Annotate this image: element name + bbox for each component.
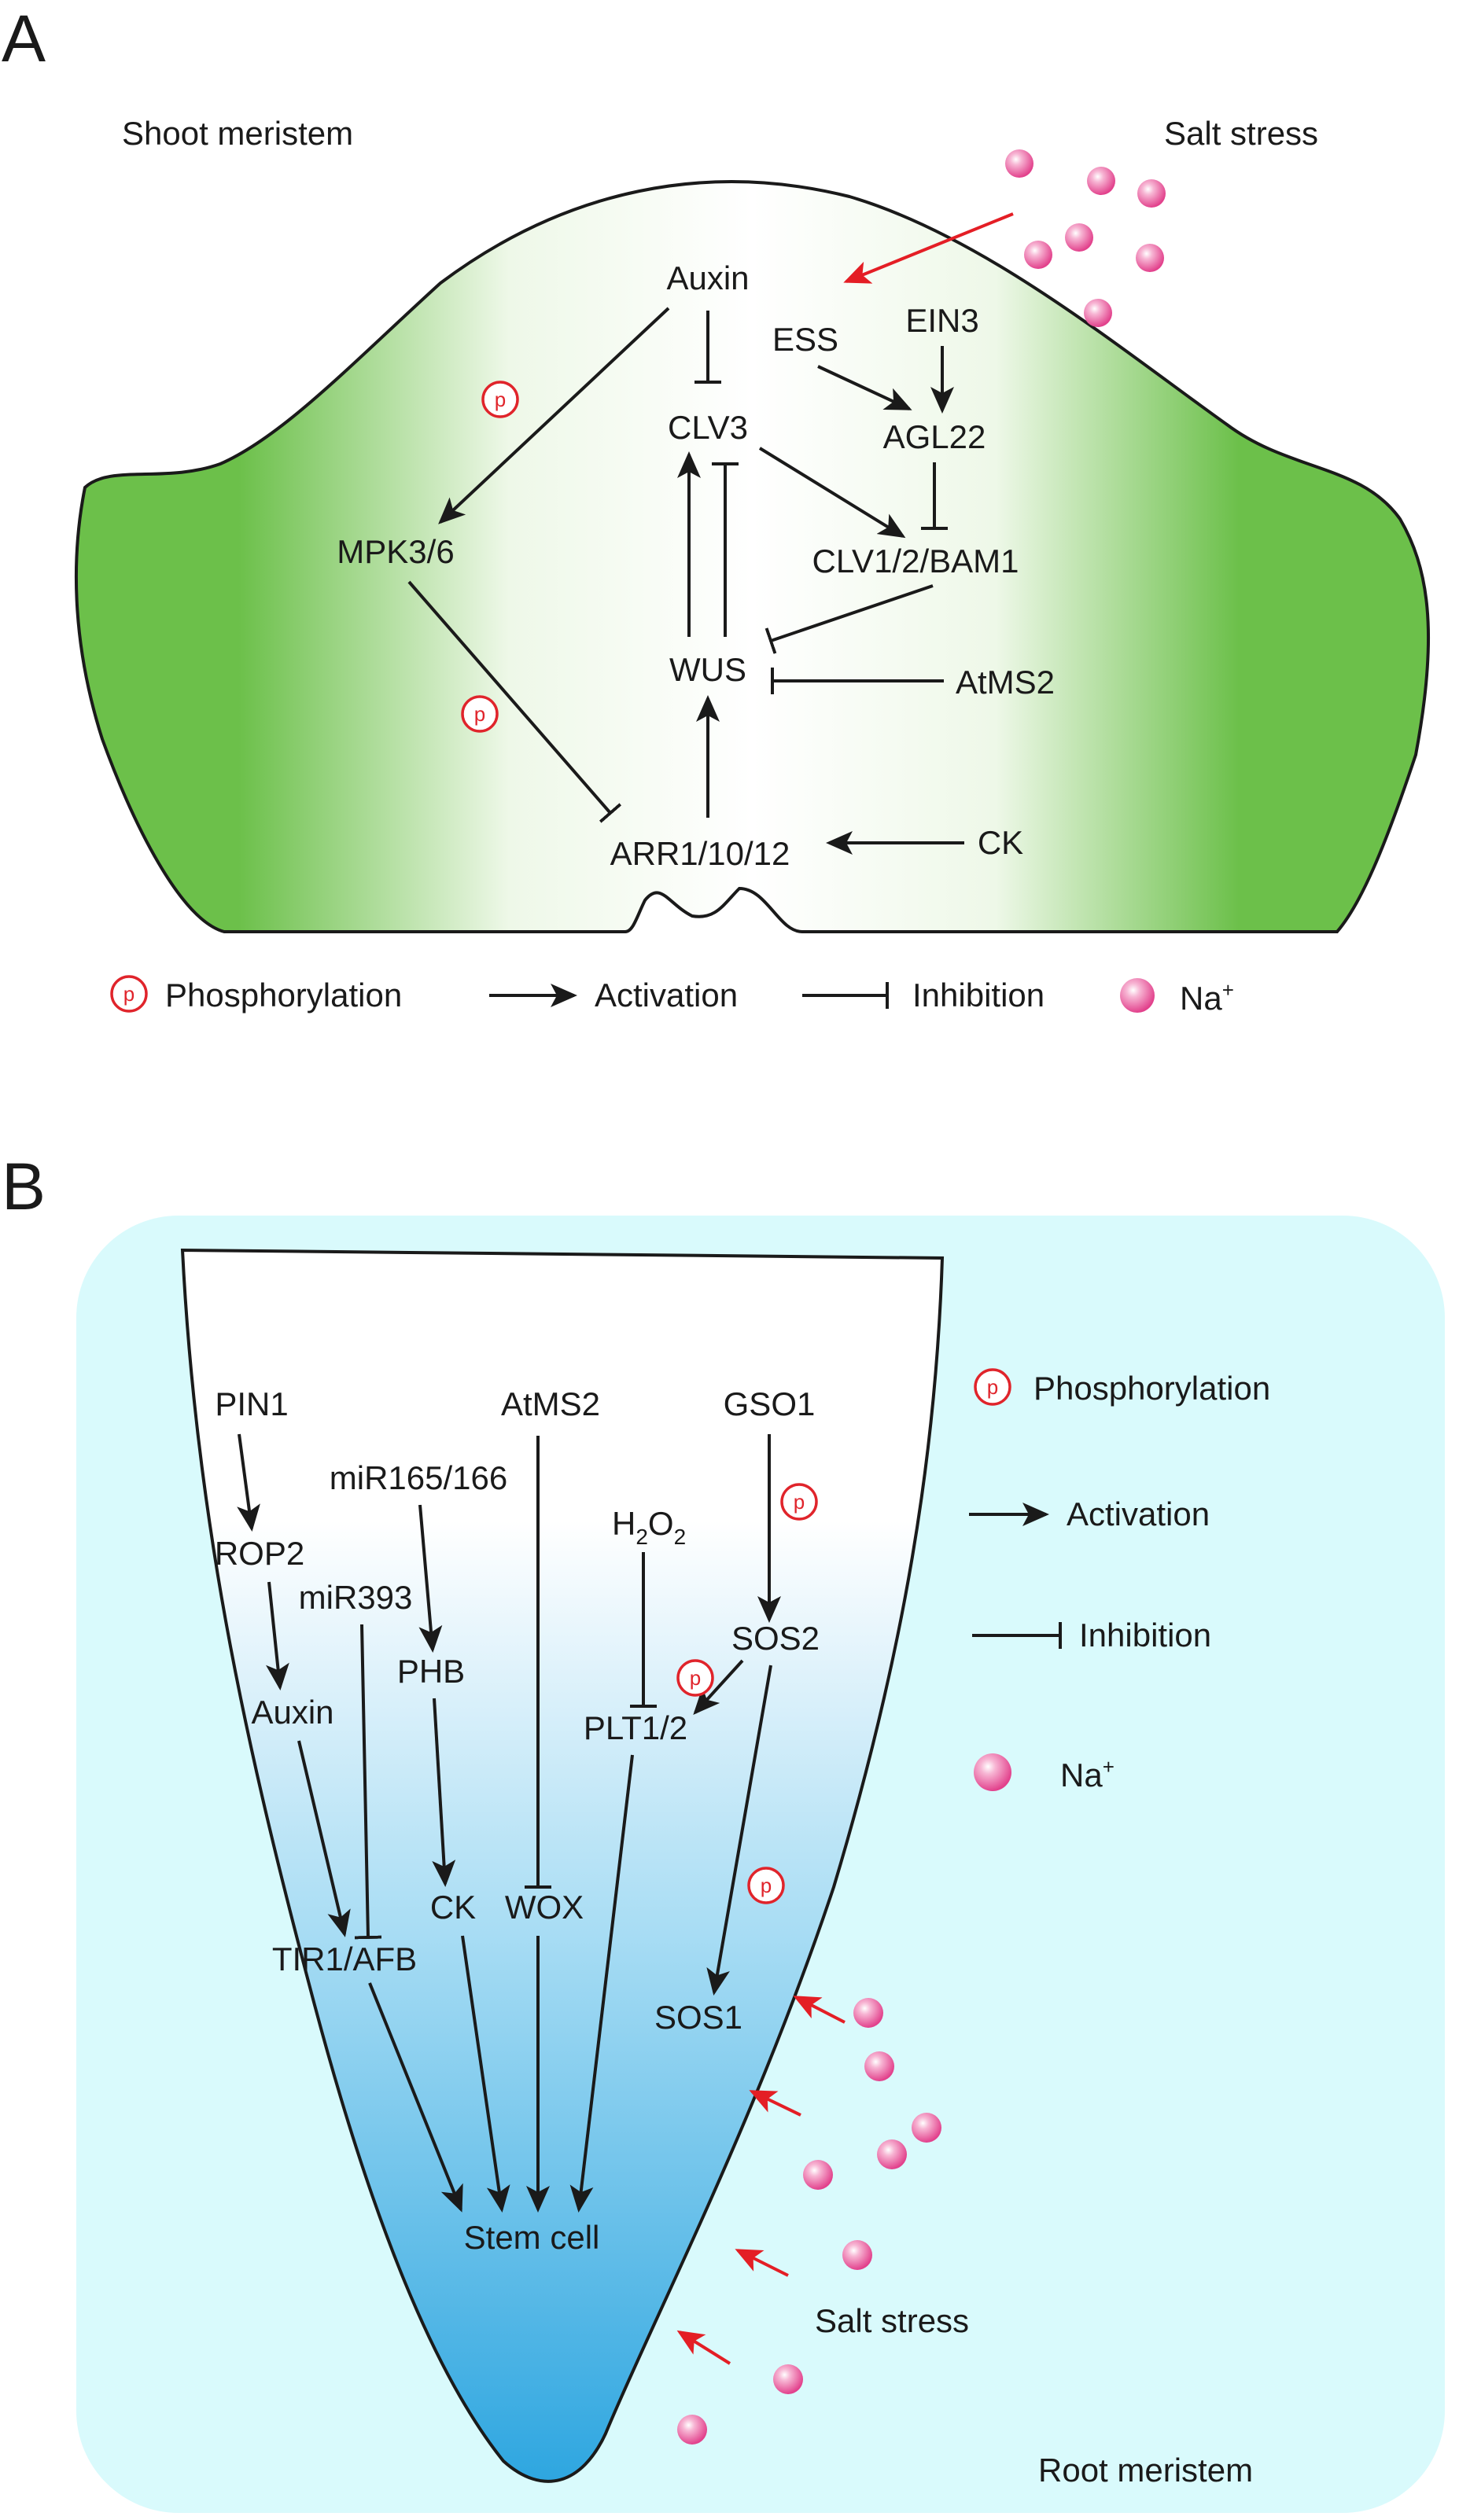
phosphorylation-circle-icon: p	[676, 1659, 714, 1697]
edge-pin1-activates-rop2	[237, 1433, 260, 1532]
edge-tir-activates-stem	[368, 1982, 463, 2213]
node-atms2-a: AtMS2	[956, 664, 1055, 701]
node-phb: PHB	[397, 1653, 465, 1690]
sodium-ion-icon	[1120, 978, 1155, 1013]
edge-clv3-activates-clv	[758, 447, 906, 539]
edge-clv-inhibits-wus	[765, 584, 934, 654]
sodium-ion-icon	[864, 2051, 894, 2081]
sodium-ion-icon	[773, 2364, 803, 2394]
node-clv3: CLV3	[668, 409, 748, 446]
legend-na-b: Na+	[1060, 1755, 1115, 1793]
edge-sos2-activates-sos1	[706, 1665, 772, 1996]
node-h2o2: H2O2	[612, 1505, 686, 1549]
phosphorylation-circle-icon: p	[481, 381, 519, 418]
panel-a-letter: A	[2, 2, 46, 75]
svg-text:p: p	[123, 982, 134, 1006]
edge-ess-activates-agl22	[817, 365, 912, 410]
legend-phosphorylation-b: Phosphorylation	[1033, 1370, 1270, 1407]
edge-mir393-inhibits-tir	[354, 1624, 382, 1940]
svg-text:p: p	[495, 388, 506, 411]
legend-activation-a: Activation	[595, 977, 738, 1014]
salt-stress-arrows-b	[676, 1996, 846, 2365]
node-ck-b: CK	[430, 1889, 476, 1926]
node-wox: WOX	[505, 1889, 584, 1926]
sodium-ion-icon	[1084, 299, 1112, 327]
edge-plt-activates-stem	[569, 1754, 634, 2213]
panel-b: B Salt stress Root meristem PIN1 AtMS2 G…	[2, 1150, 1445, 2513]
node-ein3: EIN3	[905, 302, 978, 339]
sodium-ion-icon	[877, 2139, 907, 2169]
node-ck-a: CK	[978, 824, 1023, 861]
node-pin1: PIN1	[215, 1385, 288, 1422]
sodium-ion-cluster-b	[677, 1998, 941, 2445]
node-clv1-2-bam1: CLV1/2/BAM1	[812, 543, 1019, 579]
salt-stress-arrow-a	[843, 212, 1014, 284]
edge-auxin-activates-mpk	[438, 307, 670, 524]
node-atms2-b: AtMS2	[501, 1385, 600, 1422]
sodium-ion-icon	[853, 1998, 883, 2028]
root-meristem-title: Root meristem	[1038, 2452, 1253, 2489]
node-wus: WUS	[669, 651, 746, 688]
edge-phb-activates-ck	[432, 1698, 456, 1887]
sodium-ion-icon	[1024, 241, 1052, 269]
shoot-meristem-title: Shoot meristem	[122, 115, 353, 152]
node-ess: ESS	[772, 321, 838, 358]
edge-mpk-inhibits-arr	[407, 580, 622, 823]
edge-rop2-activates-auxin	[265, 1581, 289, 1690]
edge-ck-activates-stem	[461, 1935, 510, 2213]
svg-text:p: p	[474, 702, 485, 726]
node-sos2: SOS2	[731, 1620, 820, 1657]
sodium-ion-icon	[1137, 179, 1166, 208]
phosphorylation-circle-icon: p	[461, 695, 499, 733]
edge-auxin-activates-tir	[297, 1740, 351, 1937]
node-plt1-2: PLT1/2	[584, 1709, 687, 1746]
sodium-ion-icon	[1087, 167, 1115, 195]
salt-stress-label-b: Salt stress	[815, 2302, 969, 2339]
panel-b-letter: B	[2, 1150, 46, 1223]
edge-sos2-activates-plt	[693, 1659, 744, 1715]
sodium-ion-icon	[1065, 223, 1093, 252]
sodium-ion-icon	[803, 2160, 833, 2190]
phosphorylation-circle-icon: p	[110, 975, 148, 1013]
edge-mir165-activates-phb	[418, 1504, 443, 1653]
phosphorylation-circle-icon: p	[974, 1368, 1011, 1406]
svg-text:p: p	[690, 1666, 701, 1690]
svg-text:p: p	[987, 1375, 998, 1399]
legend-inhibition-a: Inhibition	[912, 977, 1045, 1014]
sodium-ion-icon	[842, 2240, 872, 2270]
legend-a: p Phosphorylation Activation Inhibition …	[110, 975, 1234, 1017]
node-mir393: miR393	[299, 1579, 413, 1616]
node-mpk3-6: MPK3/6	[337, 533, 454, 570]
node-sos1: SOS1	[654, 1999, 742, 2036]
legend-phosphorylation-a: Phosphorylation	[165, 977, 402, 1014]
root-tip-shape	[180, 1248, 945, 2483]
node-mir165-166: miR165/166	[330, 1459, 507, 1496]
legend-activation-b: Activation	[1067, 1495, 1210, 1532]
legend-na-a: Na+	[1180, 978, 1234, 1017]
sodium-ion-icon	[974, 1753, 1011, 1791]
node-gso1: GSO1	[724, 1385, 816, 1422]
sodium-ion-cluster-a	[1005, 149, 1166, 327]
node-tir1-afb: TIR1/AFB	[272, 1941, 417, 1977]
svg-text:p: p	[794, 1490, 805, 1514]
sodium-ion-icon	[912, 2113, 941, 2143]
node-stem-cell: Stem cell	[464, 2219, 600, 2256]
phosphorylation-circle-icon: p	[747, 1867, 785, 1904]
sodium-ion-icon	[677, 2415, 707, 2445]
node-auxin-a: Auxin	[666, 259, 749, 296]
legend-b: p Phosphorylation Activation Inhibition …	[969, 1368, 1270, 1793]
phosphorylation-circle-icon: p	[780, 1483, 818, 1521]
node-auxin-b: Auxin	[251, 1694, 333, 1731]
svg-text:p: p	[761, 1874, 772, 1897]
node-rop2: ROP2	[215, 1535, 304, 1572]
salt-stress-label-a: Salt stress	[1164, 115, 1318, 152]
sodium-ion-icon	[1005, 149, 1033, 178]
legend-inhibition-b: Inhibition	[1079, 1617, 1211, 1654]
sodium-ion-icon	[1136, 244, 1164, 272]
node-arr1-10-12: ARR1/10/12	[610, 835, 790, 872]
panel-a: A Shoot meristem Salt stress Auxin ESS E…	[2, 2, 1431, 1017]
shoot-meristem-shape	[74, 180, 1431, 933]
node-agl22: AGL22	[883, 418, 986, 455]
